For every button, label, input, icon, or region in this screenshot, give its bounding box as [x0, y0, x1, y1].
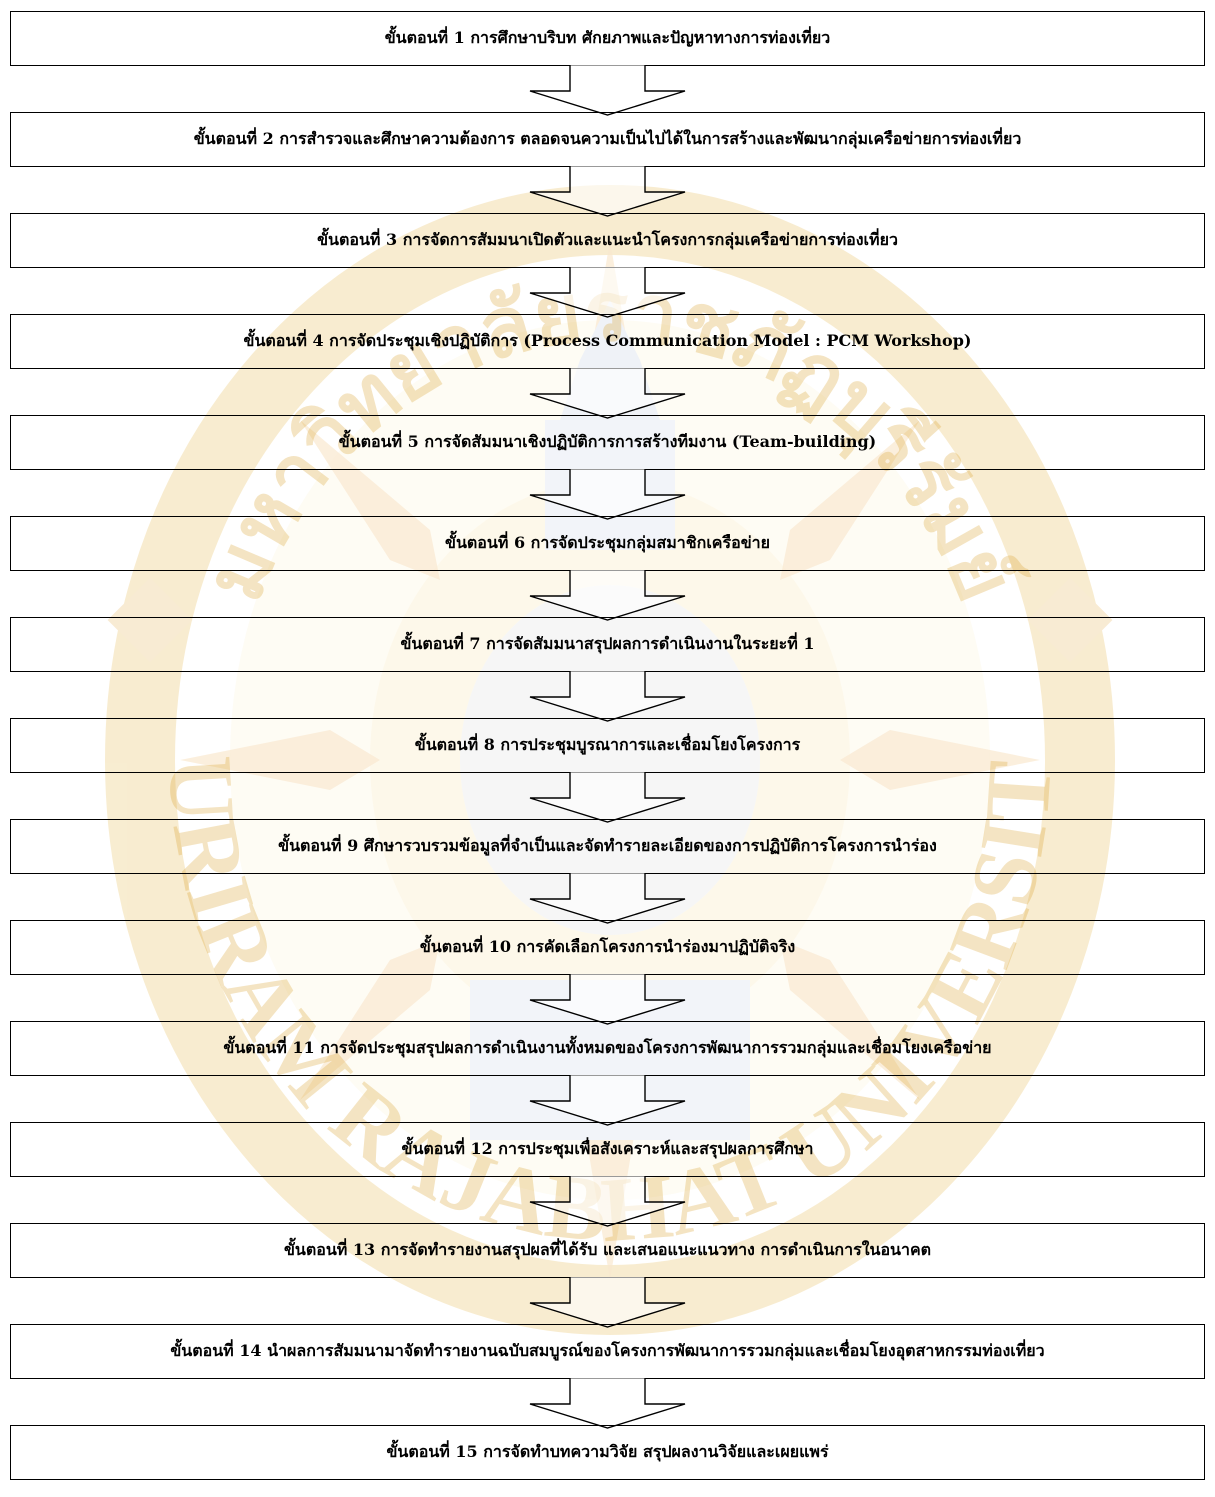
step-label: ขั้นตอนที่ 5 การจัดสัมมนาเชิงปฏิบัติการก…: [338, 432, 877, 451]
step-label: ขั้นตอนที่ 2 การสำรวจและศึกษาความต้องการ…: [193, 129, 1022, 148]
step-label: ขั้นตอนที่ 14 นำผลการสัมมนามาจัดทำรายงาน…: [170, 1341, 1045, 1360]
down-arrow-5: [529, 469, 686, 520]
step-box-15: ขั้นตอนที่ 15 การจัดทำบทความวิจัย สรุปผล…: [10, 1425, 1205, 1480]
step-label: ขั้นตอนที่ 1 การศึกษาบริบท ศักยภาพและปัญ…: [384, 28, 831, 47]
step-label: ขั้นตอนที่ 7 การจัดสัมมนาสรุปผลการดำเนิน…: [400, 634, 815, 653]
step-label: ขั้นตอนที่ 10 การคัดเลือกโครงการนำร่องมา…: [419, 937, 796, 956]
step-box-9: ขั้นตอนที่ 9 ศึกษารวบรวมข้อมูลที่จำเป็นแ…: [10, 819, 1205, 874]
step-box-7: ขั้นตอนที่ 7 การจัดสัมมนาสรุปผลการดำเนิน…: [10, 617, 1205, 672]
down-arrow-6: [529, 570, 686, 621]
down-arrow-11: [529, 1075, 686, 1126]
down-arrow-12: [529, 1176, 686, 1227]
step-box-5: ขั้นตอนที่ 5 การจัดสัมมนาเชิงปฏิบัติการก…: [10, 415, 1205, 470]
step-box-3: ขั้นตอนที่ 3 การจัดการสัมมนาเปิดตัวและแน…: [10, 213, 1205, 268]
step-box-8: ขั้นตอนที่ 8 การประชุมบูรณาการและเชื่อมโ…: [10, 718, 1205, 773]
step-box-13: ขั้นตอนที่ 13 การจัดทำรายงานสรุปผลที่ได้…: [10, 1223, 1205, 1278]
step-label: ขั้นตอนที่ 4 การจัดประชุมเชิงปฏิบัติการ …: [243, 331, 972, 350]
step-label: ขั้นตอนที่ 3 การจัดการสัมมนาเปิดตัวและแน…: [317, 230, 898, 249]
step-label: ขั้นตอนที่ 13 การจัดทำรายงานสรุปผลที่ได้…: [283, 1240, 932, 1259]
step-label: ขั้นตอนที่ 9 ศึกษารวบรวมข้อมูลที่จำเป็นแ…: [278, 836, 937, 855]
down-arrow-1: [529, 65, 686, 116]
step-box-1: ขั้นตอนที่ 1 การศึกษาบริบท ศักยภาพและปัญ…: [10, 11, 1205, 66]
down-arrow-4: [529, 368, 686, 419]
down-arrow-2: [529, 166, 686, 217]
step-box-11: ขั้นตอนที่ 11 การจัดประชุมสรุปผลการดำเนิ…: [10, 1021, 1205, 1076]
step-box-14: ขั้นตอนที่ 14 นำผลการสัมมนามาจัดทำรายงาน…: [10, 1324, 1205, 1379]
step-box-12: ขั้นตอนที่ 12 การประชุมเพื่อสังเคราะห์แล…: [10, 1122, 1205, 1177]
down-arrow-3: [529, 267, 686, 318]
step-label: ขั้นตอนที่ 11 การจัดประชุมสรุปผลการดำเนิ…: [223, 1038, 992, 1057]
step-box-6: ขั้นตอนที่ 6 การจัดประชุมกลุ่มสมาชิกเครื…: [10, 516, 1205, 571]
step-box-2: ขั้นตอนที่ 2 การสำรวจและศึกษาความต้องการ…: [10, 112, 1205, 167]
step-label: ขั้นตอนที่ 6 การจัดประชุมกลุ่มสมาชิกเครื…: [445, 533, 770, 552]
step-label: ขั้นตอนที่ 15 การจัดทำบทความวิจัย สรุปผล…: [386, 1442, 829, 1461]
down-arrow-10: [529, 974, 686, 1025]
step-label: ขั้นตอนที่ 8 การประชุมบูรณาการและเชื่อมโ…: [414, 735, 801, 754]
down-arrow-7: [529, 671, 686, 722]
down-arrow-14: [529, 1378, 686, 1429]
down-arrow-9: [529, 873, 686, 924]
step-box-10: ขั้นตอนที่ 10 การคัดเลือกโครงการนำร่องมา…: [10, 920, 1205, 975]
step-box-4: ขั้นตอนที่ 4 การจัดประชุมเชิงปฏิบัติการ …: [10, 314, 1205, 369]
step-label: ขั้นตอนที่ 12 การประชุมเพื่อสังเคราะห์แล…: [401, 1139, 814, 1158]
down-arrow-8: [529, 772, 686, 823]
down-arrow-13: [529, 1277, 686, 1328]
